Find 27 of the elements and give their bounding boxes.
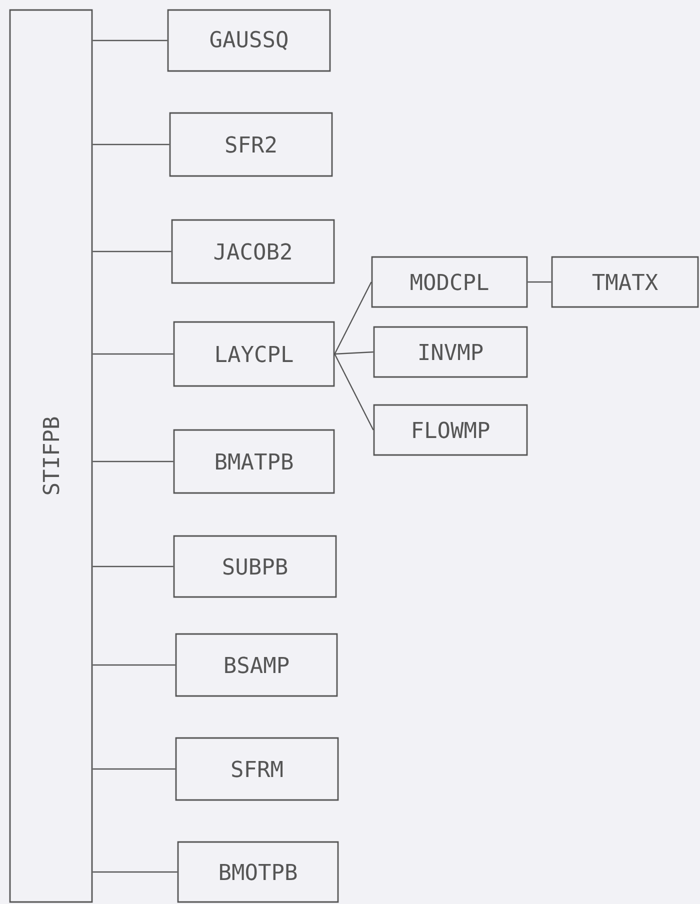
module-box: SUBPB	[173, 535, 337, 598]
module-box: BSAMP	[175, 633, 338, 697]
module-box: LAYCPL	[173, 321, 335, 387]
module-box: GAUSSQ	[167, 9, 331, 72]
module-box: BMATPB	[173, 429, 335, 494]
module-box: TMATX	[551, 256, 699, 308]
vertical-module-box: STIFPB	[9, 9, 93, 903]
module-box: SFR2	[169, 112, 333, 177]
connector-line	[92, 768, 176, 770]
connector-line	[334, 354, 374, 430]
connector-line	[92, 353, 174, 355]
module-box: MODCPL	[371, 256, 528, 308]
connector-line	[92, 250, 172, 252]
module-box: SFRM	[175, 737, 339, 801]
connector-line	[92, 566, 174, 568]
connector-line	[92, 460, 174, 462]
connector-line	[334, 351, 374, 355]
connector-line	[92, 871, 178, 873]
connector-line	[92, 40, 168, 42]
module-box: JACOB2	[171, 219, 335, 284]
connector-line	[528, 281, 552, 283]
module-box: FLOWMP	[373, 404, 528, 456]
module-box: BMOTPB	[177, 841, 339, 903]
connector-line	[92, 664, 176, 666]
connector-line	[334, 282, 372, 354]
connector-line	[92, 144, 170, 146]
module-box: INVMP	[373, 326, 528, 378]
